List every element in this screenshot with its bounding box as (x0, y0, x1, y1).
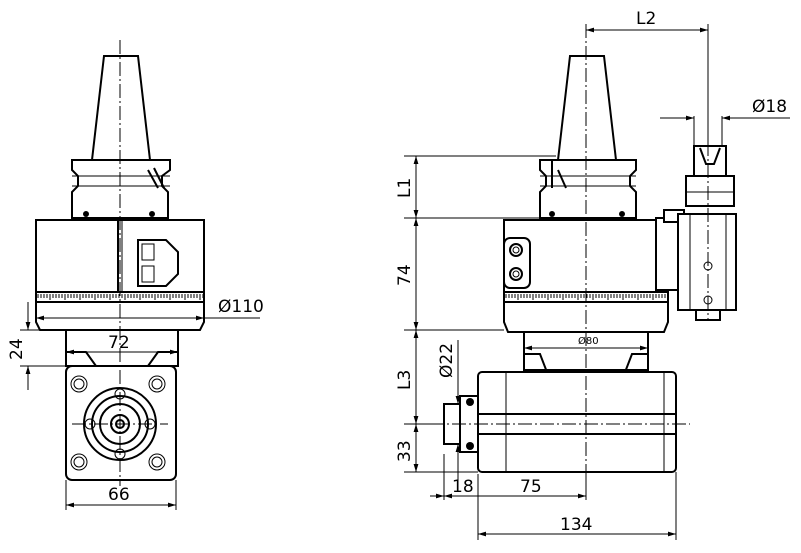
dim-diameter-110: Ø110 (218, 297, 264, 317)
dim-diameter-80: Ø80 (578, 335, 599, 347)
dim-width-134: 134 (560, 515, 592, 535)
dim-diameter-18: Ø18 (752, 97, 787, 117)
dim-width-75: 75 (520, 477, 542, 497)
taper-shank (90, 55, 152, 161)
side-view (430, 24, 737, 500)
side-flange (539, 159, 637, 219)
dim-height-24: 24 (7, 338, 27, 360)
d-lock-symbol (137, 239, 179, 287)
dim-L1: L1 (395, 178, 415, 198)
dim-height-74: 74 (395, 264, 415, 286)
dim-L3: L3 (395, 370, 415, 390)
front-view (35, 40, 205, 486)
scale-ticks (37, 294, 204, 300)
output-housing (477, 371, 677, 473)
front-view-dimensions: Ø110 72 24 66 (7, 297, 264, 510)
dim-height-33: 33 (395, 440, 415, 462)
dim-diameter-22: Ø22 (437, 343, 457, 378)
side-scale-ticks (505, 294, 666, 300)
side-view-dimensions: L2 Ø18 L1 74 L3 33 Ø22 Ø80 (395, 9, 790, 540)
side-clamp-block (655, 217, 681, 291)
side-taper-shank (556, 55, 618, 161)
dim-L2: L2 (636, 9, 656, 29)
dim-width-66: 66 (108, 485, 130, 505)
dim-width-18: 18 (452, 477, 474, 497)
dim-width-72: 72 (108, 333, 130, 353)
square-housing (65, 365, 177, 481)
